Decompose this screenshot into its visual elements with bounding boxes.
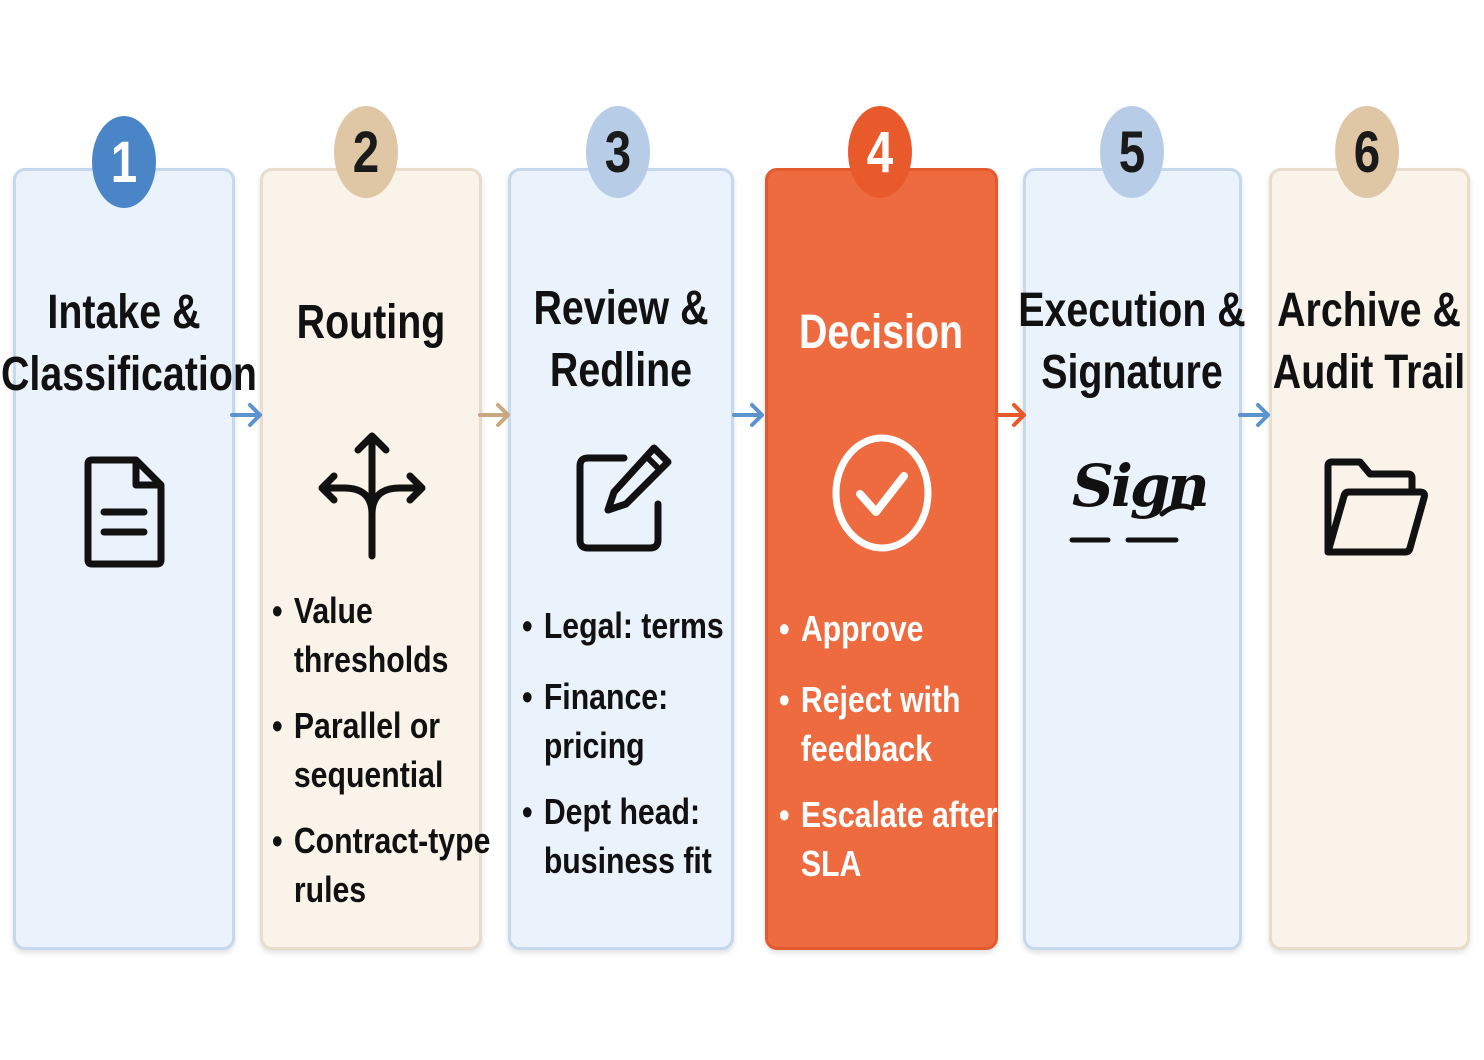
folder-icon (1324, 458, 1428, 556)
list-item: Reject with feedback (779, 675, 998, 773)
list-item-line: feedback (800, 728, 932, 769)
arrow-right-icon (1238, 403, 1270, 427)
step-title-line: Routing (296, 296, 446, 349)
step-number: 4 (866, 119, 894, 185)
list-item-line: Finance: (543, 676, 669, 717)
arrow-right-icon (230, 403, 262, 427)
bullet-list: Approve Reject with feedback Escalate aft… (779, 604, 998, 905)
step-title: Intake & Classification (1, 282, 257, 406)
list-item-line: Dept head: (543, 791, 701, 832)
bullet-list: Legal: terms Finance: pricing Dept head: b… (522, 601, 724, 902)
list-item-line: thresholds (293, 639, 449, 680)
check-circle-icon (832, 434, 932, 552)
step-title-line: Decision (798, 306, 964, 359)
step-title: Routing (248, 292, 494, 354)
step-number-badge: 5 (1100, 106, 1164, 198)
step-title-line: Redline (549, 344, 693, 397)
list-item: Dept head: business fit (522, 787, 724, 885)
arrow-right-icon (732, 403, 764, 427)
step-number-badge: 1 (92, 116, 156, 208)
signature-icon: Sign (1064, 452, 1210, 562)
step-title: Decision (758, 302, 1004, 364)
list-item: Contract-type rules (272, 816, 490, 914)
list-item-line: Reject with (800, 679, 961, 720)
list-item: Legal: terms (522, 601, 724, 650)
list-item: Finance: pricing (522, 672, 724, 770)
list-item-line: Legal: terms (543, 605, 724, 646)
step-number: 5 (1118, 119, 1146, 185)
step-title-line: Classification (1, 348, 257, 401)
list-item-line: rules (293, 869, 367, 910)
edit-pencil-icon (576, 444, 672, 552)
step-card-execution (1023, 168, 1242, 950)
step-number: 2 (352, 119, 380, 185)
step-title-line: Signature (1041, 346, 1223, 399)
split-arrows-icon (318, 432, 426, 560)
arrow-right-icon (994, 403, 1026, 427)
step-title: Archive & Audit Trail (1246, 280, 1484, 404)
step-title-line: Audit Trail (1272, 346, 1466, 399)
list-item-line: Parallel or (293, 705, 441, 746)
step-title-line: Archive & (1277, 284, 1461, 337)
list-item-line: Value (293, 590, 373, 631)
list-item-line: sequential (293, 754, 444, 795)
step-card-intake (13, 168, 235, 950)
list-item: Approve (779, 604, 998, 653)
list-item: Parallel or sequential (272, 701, 490, 799)
step-number-badge: 3 (586, 106, 650, 198)
list-item-line: business fit (543, 840, 712, 881)
list-item-line: Escalate after (800, 794, 998, 835)
bullet-list: Value thresholds Parallel or sequential Co… (272, 586, 490, 931)
step-number-badge: 6 (1335, 106, 1399, 198)
step-number: 1 (110, 129, 138, 195)
step-title: Execution & Signature (1009, 280, 1255, 404)
arrow-right-icon (478, 403, 510, 427)
document-icon (84, 456, 165, 568)
step-title-line: Intake & (47, 286, 201, 339)
step-number: 3 (604, 119, 632, 185)
step-title: Review & Redline (498, 278, 744, 402)
list-item: Value thresholds (272, 586, 490, 684)
step-title-line: Execution & (1018, 284, 1246, 337)
list-item-line: pricing (543, 725, 645, 766)
step-card-archive (1269, 168, 1470, 950)
step-number-badge: 4 (848, 106, 912, 198)
step-title-line: Review & (533, 282, 709, 335)
step-number-badge: 2 (334, 106, 398, 198)
list-item-line: Approve (800, 608, 924, 649)
list-item-line: SLA (800, 843, 862, 884)
step-number: 6 (1353, 119, 1381, 185)
list-item-line: Contract-type (293, 820, 491, 861)
